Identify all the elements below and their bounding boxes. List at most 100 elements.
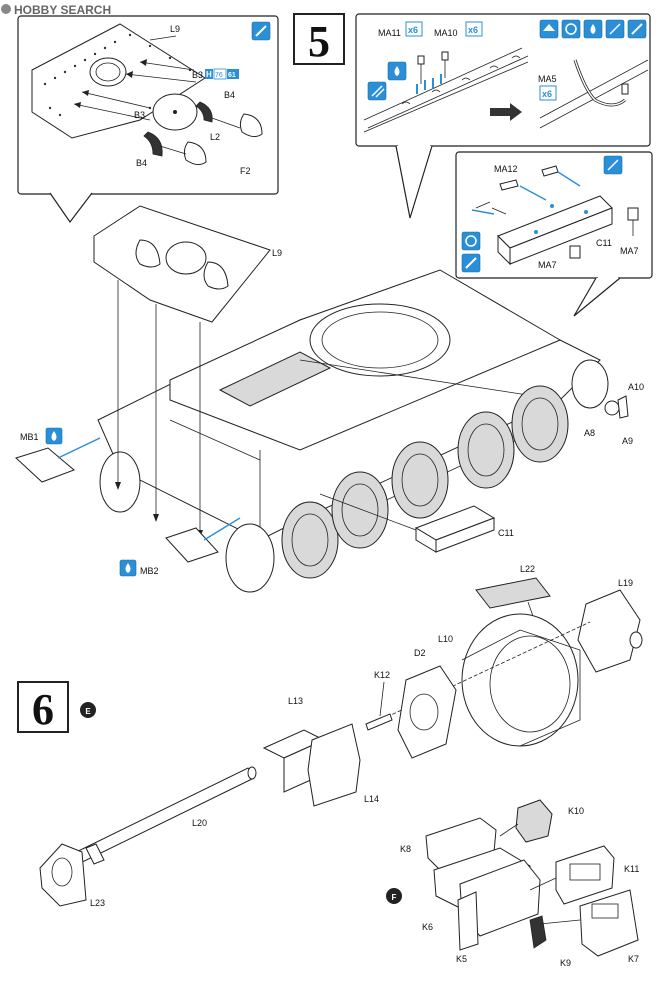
label-ma7-right: MA7: [620, 246, 639, 256]
label-l19: L19: [618, 578, 633, 588]
part-k12: [365, 713, 393, 731]
label-ma7-bottom: MA7: [538, 260, 557, 270]
label-a8: A8: [584, 428, 595, 438]
part-k9: [529, 915, 547, 949]
part-k5: [457, 891, 479, 951]
direction-arrow-icon: [490, 103, 522, 121]
step-5-number: 5: [308, 17, 330, 66]
label-d2: D2: [414, 648, 426, 658]
part-l10: [461, 613, 579, 747]
svg-text:61: 61: [228, 72, 236, 79]
label-l14: L14: [364, 794, 379, 804]
label-b3-lower: B3: [134, 110, 145, 120]
part-a10: [617, 395, 629, 419]
label-b4-upper: B4: [224, 90, 235, 100]
hull-assembly: L9: [15, 205, 644, 593]
part-ma11: [417, 55, 425, 65]
paint-brush-icon: [461, 253, 481, 273]
svg-text:x6: x6: [542, 89, 552, 99]
part-l23: [39, 843, 87, 907]
svg-text:76: 76: [215, 72, 223, 79]
part-k7: [579, 889, 639, 957]
glue-drop-icon: [45, 427, 63, 445]
label-ma10: MA10: [434, 28, 458, 38]
watermark-text: HOBBY SEARCH: [14, 3, 111, 17]
quantity-badge: x6: [539, 85, 557, 101]
svg-text:H: H: [206, 70, 212, 79]
icon-row-step5: [539, 19, 647, 39]
sub-step-e-badge: E: [80, 702, 96, 718]
rotate-icon: [461, 231, 481, 251]
label-ma12: MA12: [494, 164, 518, 174]
part-a8: [604, 400, 620, 416]
rotate-icon: [561, 19, 581, 39]
callout-hull-rear-plate: L9 B3 H 76 61 B4 B3 L2 B4 F2: [17, 15, 279, 224]
label-k7: K7: [628, 954, 639, 964]
bend-part-icon: [367, 81, 387, 101]
label-l23: L23: [90, 898, 105, 908]
step-6-marker: 6: [17, 681, 69, 734]
part-mb2: [165, 527, 219, 563]
sub-step-f-label: F: [392, 893, 397, 902]
watermark-logo: HOBBY SEARCH: [1, 3, 111, 17]
label-k5: K5: [456, 954, 467, 964]
quantity-badge: x6: [405, 21, 423, 37]
bend-part-icon: [603, 155, 623, 175]
glue-drop-icon: [119, 559, 137, 577]
part-d2: [397, 665, 457, 759]
label-mb2: MB2: [140, 566, 159, 576]
step-5-marker: 5: [293, 13, 345, 66]
bend-part-icon: [605, 19, 625, 39]
part-ma7-right: [627, 207, 639, 221]
label-ma11: MA11: [378, 28, 401, 38]
label-k8: K8: [400, 844, 411, 854]
label-l22: L22: [520, 564, 535, 574]
part-mb1: [15, 447, 75, 483]
road-wheels: [99, 359, 609, 593]
label-c11: C11: [596, 238, 612, 248]
paint-brush-icon: [251, 21, 271, 41]
turret-ring: [309, 303, 451, 377]
part-k10: [515, 799, 553, 843]
label-c11-main: C11: [498, 528, 514, 538]
step-6-number: 6: [32, 685, 54, 734]
label-b4-lower: B4: [136, 158, 147, 168]
label-a9: A9: [622, 436, 633, 446]
label-f2: F2: [240, 166, 251, 176]
label-l2: L2: [210, 132, 220, 142]
sub-step-f-badge: F: [386, 888, 402, 904]
part-l22: [475, 577, 551, 609]
part-b4-upper: [195, 101, 213, 123]
label-k12: K12: [374, 670, 390, 680]
part-f2: [183, 141, 207, 166]
label-k9: K9: [560, 958, 571, 968]
svg-text:x6: x6: [408, 25, 418, 35]
label-b3: B3: [192, 70, 203, 80]
quantity-badge: x6: [465, 21, 483, 37]
label-l13: L13: [288, 696, 303, 706]
glue-drop-icon: [387, 61, 407, 81]
paint-brush-icon: [627, 19, 647, 39]
part-ma7-bottom: [569, 245, 581, 259]
part-l14: [307, 723, 361, 807]
sub-step-e-label: E: [85, 707, 91, 716]
part-b4-lower: [143, 131, 163, 157]
svg-text:x6: x6: [468, 25, 478, 35]
label-l10: L10: [438, 634, 453, 644]
callout-stowage-box: MA12 C11 MA7 MA7: [455, 151, 653, 317]
label-k6: K6: [422, 922, 433, 932]
label-l9-main: L9: [272, 248, 282, 258]
ref-h76-61: H 76 61: [205, 68, 239, 80]
part-l19: [577, 589, 641, 673]
label-ma5: MA5: [538, 74, 557, 84]
callout-track-guards: MA11 x6 MA10 x6 MA5 x6: [355, 13, 651, 219]
label-k11: K11: [624, 864, 639, 874]
label-a10: A10: [628, 382, 644, 392]
direction-arrow-icon: [539, 19, 559, 39]
label-l20: L20: [192, 818, 207, 828]
breech-assembly: K10 K8 K11 K6 K5 K9 K7: [400, 799, 639, 968]
part-tow-left: [239, 113, 263, 138]
label-k10: K10: [568, 806, 584, 816]
